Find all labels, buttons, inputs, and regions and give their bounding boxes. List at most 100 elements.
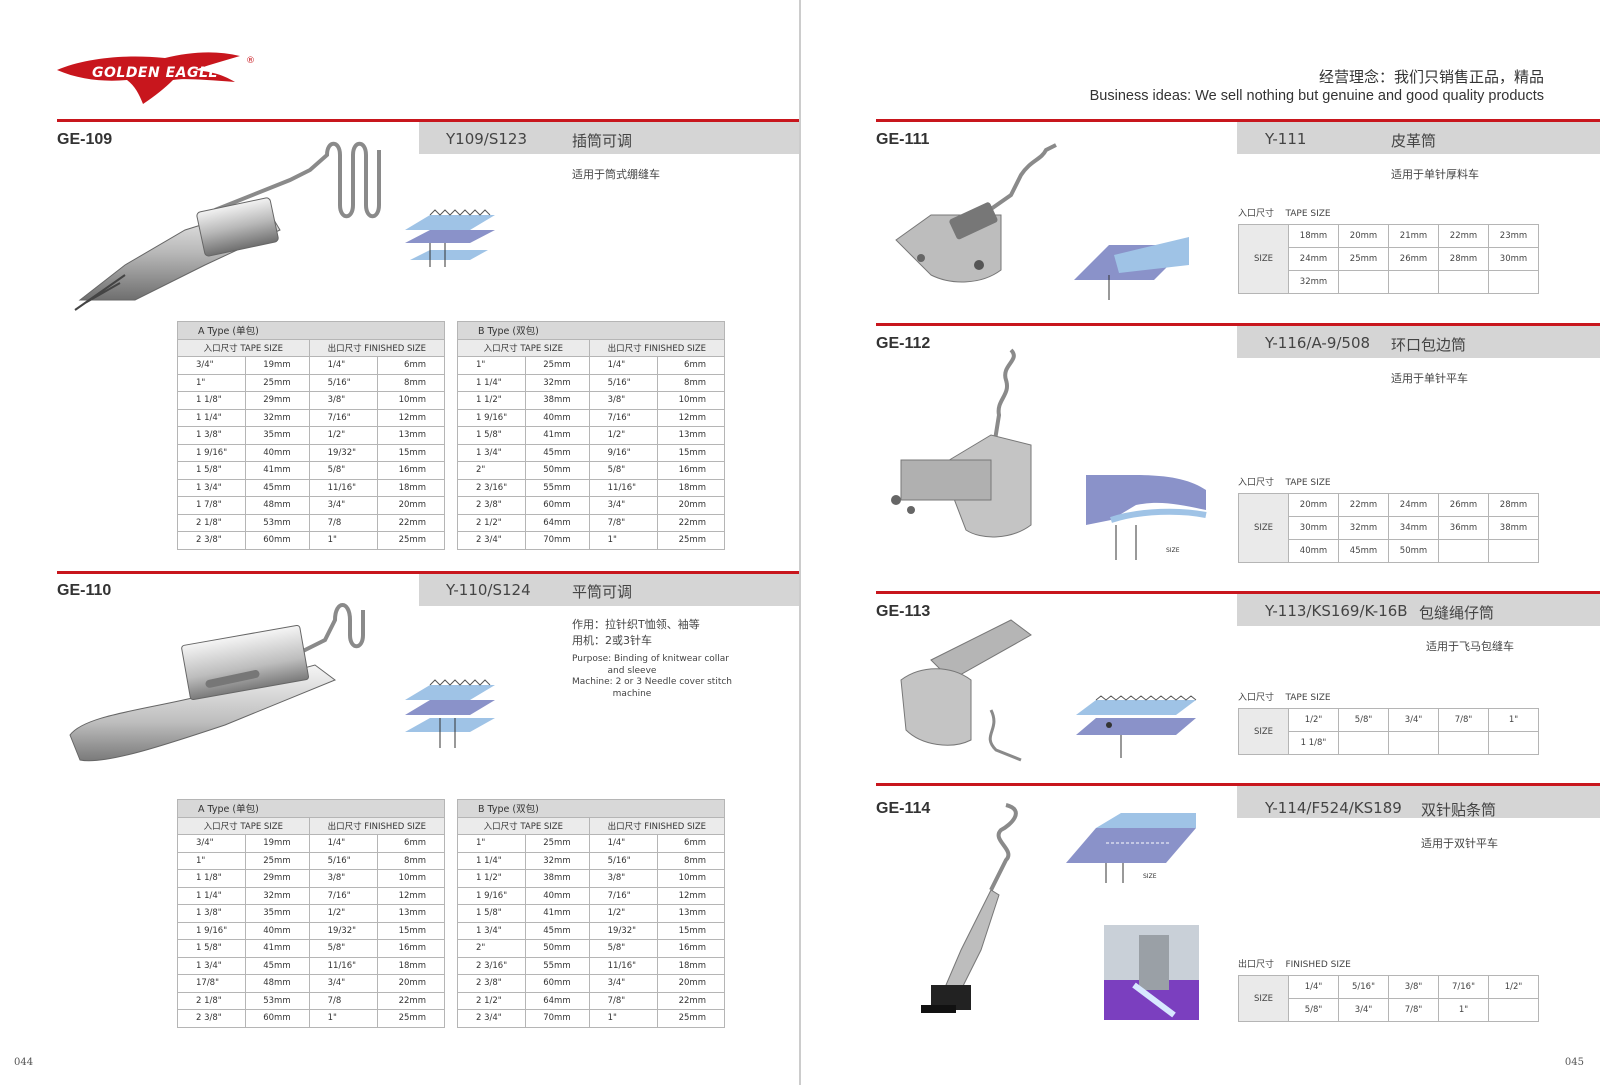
table-cell: 12mm xyxy=(656,886,726,905)
table-cell: 11/16" xyxy=(588,956,658,975)
size-cell: 1/4" xyxy=(1288,975,1339,999)
table-cell: 40mm xyxy=(525,408,590,427)
fabric-fold-diagram xyxy=(1076,695,1197,758)
model-bar xyxy=(1237,786,1600,818)
table-cell: 53mm xyxy=(245,991,310,1010)
size-cell xyxy=(1488,998,1539,1022)
table-title: B Type (双包) xyxy=(457,799,725,818)
table-cell: 1 3/4" xyxy=(456,921,527,940)
table-cell: 6mm xyxy=(656,834,726,853)
section-divider xyxy=(876,323,1600,326)
table-cell: 12mm xyxy=(376,886,446,905)
table-cell: 1 7/8" xyxy=(176,496,247,515)
table-cell: 1" xyxy=(456,834,527,853)
table-cell: 40mm xyxy=(245,921,310,940)
table-cell: 53mm xyxy=(245,513,310,532)
table-cell: 1 9/16" xyxy=(176,443,247,462)
table-cell: 16mm xyxy=(656,461,726,480)
size-cell: 50mm xyxy=(1388,539,1439,563)
table-cell: 15mm xyxy=(656,921,726,940)
size-header: SIZE xyxy=(1238,975,1289,1022)
size-cell: 24mm xyxy=(1388,493,1439,517)
table-cell: 5/16" xyxy=(308,851,378,870)
size-cell: 20mm xyxy=(1338,224,1389,248)
diagram-size-label: SIZE xyxy=(1166,547,1180,554)
table-cell: 45mm xyxy=(245,478,310,497)
table-cell: 25mm xyxy=(525,834,590,853)
table-cell: 16mm xyxy=(656,939,726,958)
size-cell xyxy=(1388,731,1439,755)
model-bar xyxy=(1237,326,1600,358)
size-cell: 1/2" xyxy=(1488,975,1539,999)
table-cell: 15mm xyxy=(376,443,446,462)
table-cell: 8mm xyxy=(656,851,726,870)
table-cell: 1/2" xyxy=(308,426,378,445)
table-cell: 1" xyxy=(308,531,378,550)
table-cell: 3/8" xyxy=(588,869,658,888)
table-cell: 6mm xyxy=(376,834,446,853)
table-row: 1 1/8" xyxy=(1239,731,1539,755)
fabric-fold-diagram: SIZE xyxy=(1086,475,1207,560)
table-cell: 1 1/2" xyxy=(456,391,527,410)
size-cell: 28mm xyxy=(1438,247,1489,271)
table-cell: 1 9/16" xyxy=(176,921,247,940)
table-cell: 18mm xyxy=(656,478,726,497)
size-label: 入口尺寸 TAPE SIZE xyxy=(1238,209,1331,219)
product-code: GE-112 xyxy=(876,335,931,352)
binder-product-photo xyxy=(69,603,365,762)
table-cell: 32mm xyxy=(525,851,590,870)
table-cell: 11/16" xyxy=(308,478,378,497)
fabric-fold-diagram xyxy=(405,679,495,748)
size-cell: 32mm xyxy=(1288,270,1339,294)
table-cell: 22mm xyxy=(376,991,446,1010)
page-number: 045 xyxy=(1564,1057,1584,1068)
size-cell: 20mm xyxy=(1288,493,1339,517)
size-cell: 1/2" xyxy=(1288,708,1339,732)
size-cell: 7/8" xyxy=(1438,708,1489,732)
table-cell: 20mm xyxy=(376,496,446,515)
table-cell: 29mm xyxy=(245,391,310,410)
table-cell: 29mm xyxy=(245,869,310,888)
column-header: 入口尺寸 TAPE SIZE xyxy=(457,816,590,835)
table-cell: 60mm xyxy=(245,1009,310,1028)
table-cell: 1/2" xyxy=(308,904,378,923)
table-cell: 13mm xyxy=(376,426,446,445)
size-cell xyxy=(1438,539,1489,563)
double-needle-binder-photo xyxy=(921,803,1018,1013)
table-cell: 19/32" xyxy=(588,921,658,940)
table-cell: 3/4" xyxy=(308,496,378,515)
table-cell: 13mm xyxy=(656,426,726,445)
binder-product-photo xyxy=(74,141,381,311)
size-cell: 36mm xyxy=(1438,516,1489,540)
size-cell: 5/16" xyxy=(1338,975,1389,999)
leather-binder-photo xyxy=(895,143,1057,283)
table-cell: 55mm xyxy=(525,478,590,497)
table-row: 5/8"3/4"7/8"1" xyxy=(1239,998,1539,1022)
model-number: Y-113/KS169/K-16B xyxy=(1265,602,1408,620)
table-cell: 5/8" xyxy=(588,939,658,958)
size-cell xyxy=(1388,270,1439,294)
product-code: GE-114 xyxy=(876,800,931,817)
size-cell: 7/8" xyxy=(1388,998,1439,1022)
table-cell: 32mm xyxy=(525,373,590,392)
table-cell: 2 3/8" xyxy=(456,974,527,993)
table-cell: 2 1/2" xyxy=(456,513,527,532)
size-cell xyxy=(1488,539,1539,563)
size-cell: 22mm xyxy=(1438,224,1489,248)
table-cell: 7/8" xyxy=(588,991,658,1010)
table-cell: 3/4" xyxy=(588,974,658,993)
table-cell: 25mm xyxy=(656,1009,726,1028)
size-label: 入口尺寸 TAPE SIZE xyxy=(1238,693,1331,703)
